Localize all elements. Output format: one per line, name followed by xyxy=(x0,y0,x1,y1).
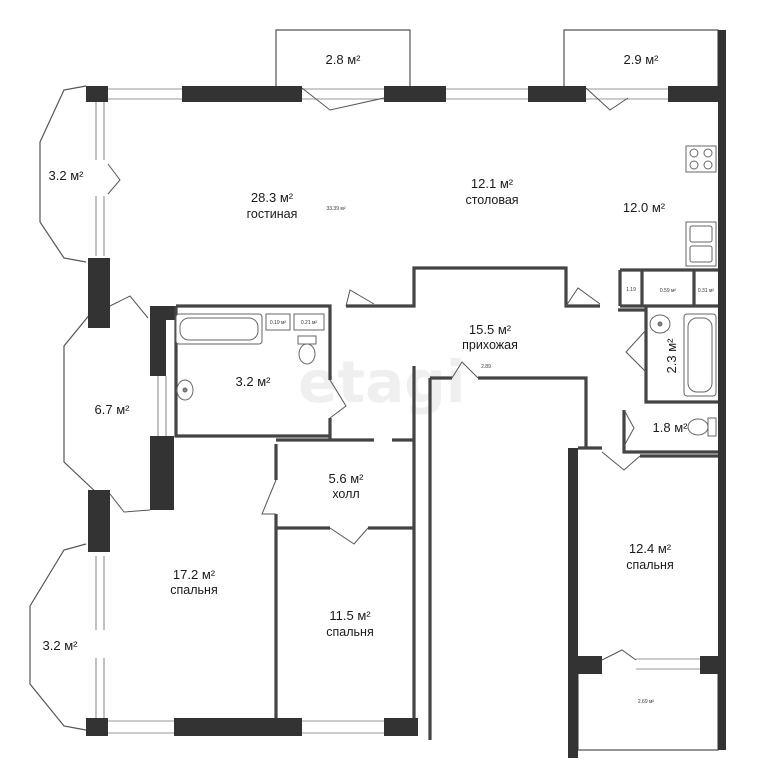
dining-name: столовая xyxy=(465,193,518,207)
closet-box xyxy=(265,313,291,331)
stove xyxy=(685,145,717,173)
doors xyxy=(107,87,647,661)
toilet-wc xyxy=(687,417,717,437)
balcony-top-right-area: 2.9 м² xyxy=(624,52,660,67)
bathtub-small xyxy=(683,313,717,397)
bay-bottom-outline xyxy=(29,543,87,731)
bay-middle-window xyxy=(157,376,167,436)
partitions xyxy=(174,266,718,740)
closet-box xyxy=(293,313,325,331)
wall-segment xyxy=(568,448,578,758)
balcony-top-left-outline xyxy=(275,29,411,86)
bay-middle-outline xyxy=(63,301,101,497)
balcony-bottom-outline xyxy=(577,666,719,751)
bay-middle-area: 6.7 м² xyxy=(95,402,131,417)
wall-segment xyxy=(86,86,108,102)
hall-area: 5.6 м² xyxy=(329,471,365,486)
toilet-main xyxy=(297,335,317,365)
wall-segment xyxy=(88,490,110,552)
hallway-area: 15.5 м² xyxy=(469,322,512,337)
balcony-bottom-area: 2.69 м² xyxy=(638,699,655,705)
closet-c1: 0.19 м² xyxy=(270,320,287,326)
bay-top-outline xyxy=(39,85,87,263)
wall-segment xyxy=(668,86,718,102)
dining-area: 12.1 м² xyxy=(471,176,514,191)
bay-bottom-window xyxy=(95,556,105,720)
wall-segment xyxy=(86,718,108,736)
wc-area: 1.8 м² xyxy=(653,420,689,435)
bathtub-main xyxy=(175,313,263,345)
bay-top-window xyxy=(95,100,105,256)
bath-small-area: 2.3 м² xyxy=(664,338,679,374)
wall-segment xyxy=(150,436,174,510)
closet-c3: 1.19 xyxy=(626,287,636,293)
living-sub: 33.39 м² xyxy=(326,206,345,212)
bedroom-middle-name: спальня xyxy=(326,625,373,639)
kitchen-sink xyxy=(685,221,717,267)
hall-name: холл xyxy=(332,487,359,501)
bay-top-area: 3.2 м² xyxy=(49,168,85,183)
wall-segment xyxy=(718,30,726,750)
closet-c5: 0.31 м² xyxy=(698,288,715,294)
wall-segment xyxy=(182,86,302,102)
bedroom-middle-area: 11.5 м² xyxy=(329,608,371,623)
wall-segment xyxy=(88,258,110,328)
hallway-name: прихожая xyxy=(462,338,518,352)
wall-segment xyxy=(700,656,726,674)
balcony-top-left-area: 2.8 м² xyxy=(326,52,362,67)
wall-segment xyxy=(174,718,302,736)
wall-segment xyxy=(384,86,446,102)
sink-main xyxy=(176,379,194,401)
bedroom-left-area: 17.2 м² xyxy=(173,567,216,582)
fixtures xyxy=(175,145,717,437)
sink-small xyxy=(649,314,671,334)
bedroom-left-name: спальня xyxy=(170,583,217,597)
watermark: etagi xyxy=(298,348,466,416)
bedroom-right-name: спальня xyxy=(626,558,673,572)
bath-main-area: 3.2 м² xyxy=(236,374,272,389)
bay-bottom-area: 3.2 м² xyxy=(43,638,79,653)
wall-segment xyxy=(384,718,418,736)
kitchen-area: 12.0 м² xyxy=(623,200,666,215)
labels: 2.8 м² 2.9 м² 3.2 м² 28.3 м² гостиная 33… xyxy=(43,52,715,705)
living-name: гостиная xyxy=(247,207,298,221)
closet-c4: 0.59 м² xyxy=(660,288,677,294)
wall-segment xyxy=(528,86,586,102)
bedroom-right-area: 12.4 м² xyxy=(629,541,672,556)
wall-segment xyxy=(150,306,166,376)
living-area: 28.3 м² xyxy=(251,190,294,205)
closet-c2: 0.21 м² xyxy=(301,320,318,326)
wall-segment xyxy=(568,656,602,674)
walls xyxy=(86,30,726,758)
hallway-sub: 2.89 xyxy=(481,364,491,370)
